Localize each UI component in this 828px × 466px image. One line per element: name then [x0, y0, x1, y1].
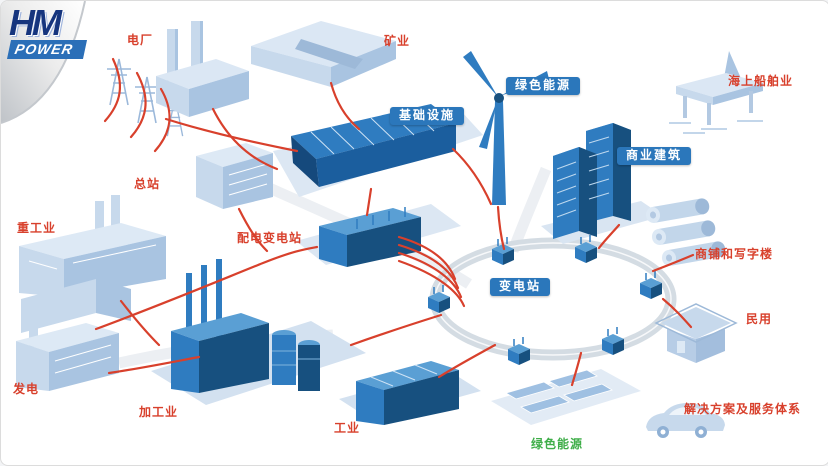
label-shops-offices: 商铺和写字楼: [695, 247, 774, 261]
service-car-illustration: [646, 403, 725, 438]
hm-power-logo: HM POWER: [6, 2, 87, 59]
solar-panels-illustration: [491, 369, 641, 425]
label-offshore-marine: 海上船舶业: [728, 74, 794, 88]
mine-illustration: [251, 21, 396, 87]
infrastructure-illustration: [273, 104, 483, 197]
page-curl: [1, 1, 86, 124]
power-generation-illustration: [16, 301, 119, 391]
label-commercial-buildings: 商业建筑: [617, 147, 692, 166]
label-green-energy-bottom: 绿色能源: [531, 437, 584, 451]
heavy-industry-illustration: [19, 195, 166, 333]
label-power-generation: 发电: [13, 382, 40, 396]
label-industry: 工业: [334, 421, 361, 435]
label-heavy-industry: 重工业: [17, 221, 57, 235]
power-plant-illustration: [156, 21, 249, 117]
power-lines: [94, 57, 695, 387]
label-substation: 变电站: [490, 278, 551, 297]
distribution-ring: [429, 237, 677, 361]
label-distribution-substation: 配电变电站: [237, 231, 303, 245]
processing-industry-illustration: [151, 259, 366, 405]
offshore-platform-illustration: [669, 51, 763, 134]
label-power-plant: 电厂: [127, 33, 154, 47]
label-solutions: 解决方案及服务体系: [684, 402, 802, 416]
label-infrastructure: 基础设施: [390, 107, 465, 126]
logo-sub-text: POWER: [6, 40, 87, 59]
commercial-buildings-illustration: [541, 123, 663, 244]
label-mining: 矿业: [384, 34, 411, 48]
industry-illustration: [339, 361, 481, 425]
label-main-station: 总站: [134, 177, 161, 191]
main-station-illustration: [196, 143, 273, 209]
label-green-energy-top: 绿色能源: [506, 77, 581, 96]
label-processing-industry: 加工业: [139, 405, 179, 419]
label-residential: 民用: [746, 312, 773, 326]
logo-brand-text: HM: [9, 2, 62, 43]
